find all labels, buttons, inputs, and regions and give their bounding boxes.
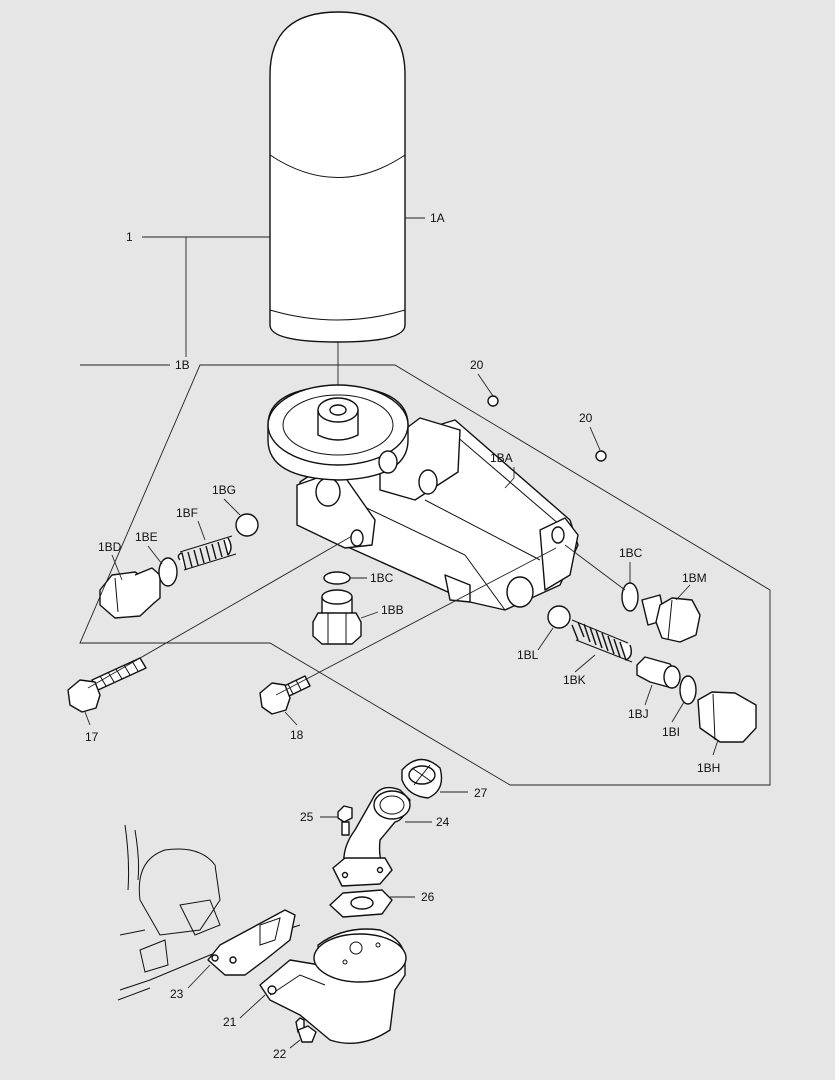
spring-1bk	[571, 619, 633, 663]
label-26: 26	[421, 890, 435, 904]
label-1bg: 1BG	[212, 483, 236, 497]
leader-lines	[79, 217, 771, 1049]
fitting-1bb	[312, 589, 362, 645]
label-25: 25	[300, 810, 314, 824]
label-1bl: 1BL	[517, 648, 539, 662]
label-20-upper: 20	[470, 358, 484, 372]
label-1bj: 1BJ	[628, 707, 649, 721]
filter-cartridge	[269, 11, 406, 343]
plug-1bh	[697, 691, 757, 743]
bolt-17	[67, 657, 147, 713]
bolt-18	[259, 675, 311, 715]
o-ring-20-lower	[595, 450, 607, 462]
gasket-26	[329, 889, 393, 918]
plug-1bm	[641, 594, 701, 643]
label-1a: 1A	[430, 211, 445, 225]
label-1bc: 1BC	[370, 571, 394, 585]
label-1be: 1BE	[135, 530, 158, 544]
label-18: 18	[290, 728, 304, 742]
label-1bk: 1BK	[563, 673, 586, 687]
filter-head-body	[267, 384, 579, 611]
label-27: 27	[474, 786, 488, 800]
seal-ring-1bi	[679, 675, 697, 705]
seal-ring-1bc	[323, 571, 351, 585]
label-1bf: 1BF	[176, 506, 198, 520]
seal-ring-1bc-right	[621, 582, 639, 612]
filler-neck-24	[332, 786, 411, 887]
seal-ring-1be	[158, 557, 178, 587]
pump-body-21	[259, 928, 407, 1045]
label-1bh: 1BH	[697, 761, 720, 775]
filler-cap-27	[401, 758, 443, 799]
label-1bm: 1BM	[682, 571, 707, 585]
ball-1bl	[547, 605, 571, 629]
label-23: 23	[170, 987, 184, 1001]
label-1b: 1B	[175, 358, 190, 372]
label-1bd: 1BD	[98, 540, 122, 554]
label-1: 1	[126, 230, 133, 244]
label-24: 24	[436, 815, 450, 829]
label-1bc-right: 1BC	[619, 546, 643, 560]
label-1ba: 1BA	[490, 451, 513, 465]
label-20-lower: 20	[579, 411, 593, 425]
o-ring-20-upper	[487, 395, 499, 407]
ball-1bg	[235, 513, 259, 537]
gasket-23	[207, 909, 296, 976]
label-1bb: 1BB	[381, 603, 404, 617]
label-1bi: 1BI	[662, 725, 680, 739]
label-17: 17	[85, 730, 99, 744]
label-22: 22	[273, 1047, 287, 1061]
label-21: 21	[223, 1015, 237, 1029]
piston-1bj	[636, 656, 681, 689]
bolt-25	[337, 805, 353, 836]
bolt-22	[295, 1017, 317, 1043]
spring-1bf	[177, 535, 237, 571]
